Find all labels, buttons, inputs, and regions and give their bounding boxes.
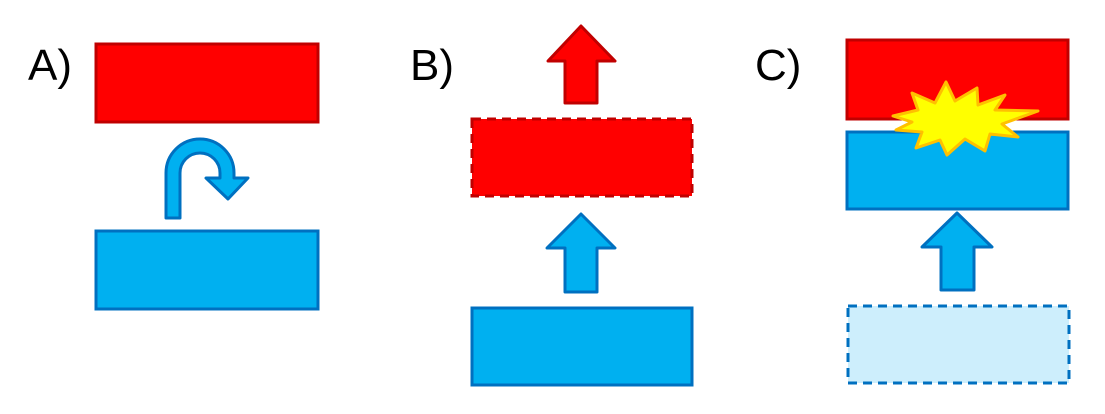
panel-c: C)	[755, 38, 1071, 385]
explosion-burst-icon	[891, 80, 1040, 157]
u-turn-arrow-icon	[164, 137, 250, 220]
panel-b-red-block-dashed	[470, 117, 694, 198]
panel-a: A)	[28, 41, 320, 311]
panel-a-label: A)	[28, 41, 72, 90]
panel-c-label: C)	[755, 41, 801, 90]
panel-c-light-blue-block-dashed	[846, 304, 1071, 385]
up-arrow-icon	[546, 24, 617, 105]
panel-a-blue-block	[94, 229, 320, 311]
up-arrow-icon	[920, 211, 994, 292]
panel-b-label: B)	[410, 41, 454, 90]
panel-b-blue-block	[470, 306, 694, 387]
panel-b: B)	[410, 24, 694, 387]
up-arrow-icon	[545, 212, 617, 294]
panel-a-red-block	[94, 42, 320, 124]
